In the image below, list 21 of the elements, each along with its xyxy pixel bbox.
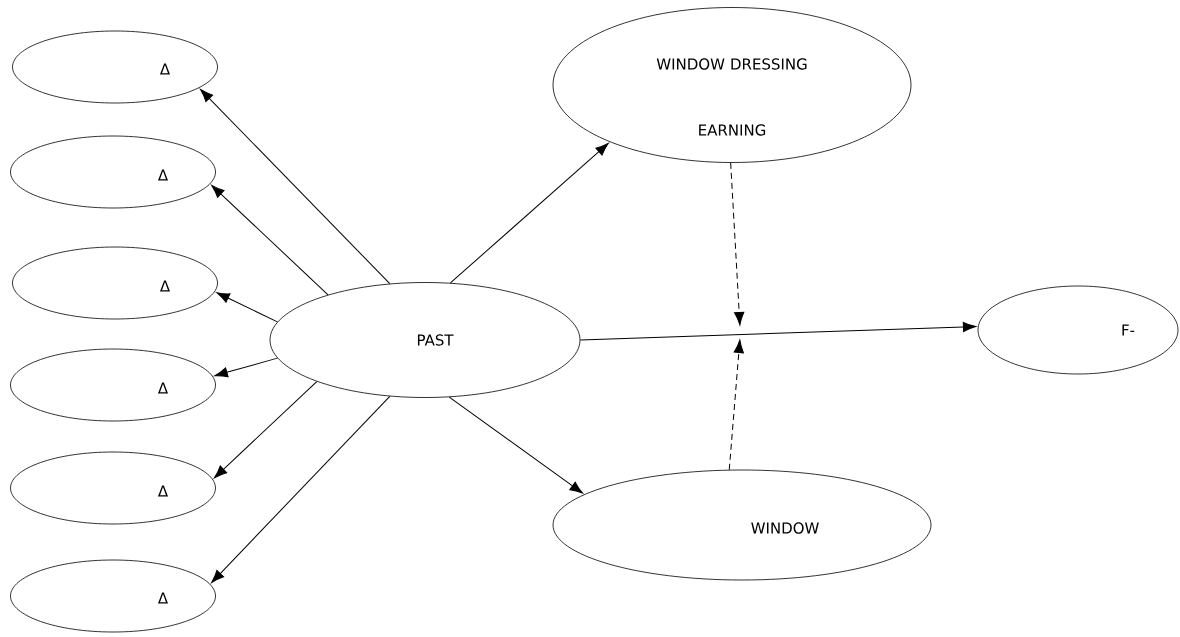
arrow xyxy=(449,142,609,284)
arrow xyxy=(214,357,278,378)
ellipse-node: WINDOW DRESSING EARNING xyxy=(552,7,912,163)
arrow xyxy=(200,89,391,285)
arrow xyxy=(728,339,744,471)
arrow xyxy=(579,321,977,341)
arrow xyxy=(448,396,584,494)
arrow xyxy=(211,184,329,296)
arrow xyxy=(730,162,745,326)
ellipse-node: Δ xyxy=(10,559,216,633)
arrow xyxy=(211,395,391,584)
ellipse-node: F- xyxy=(977,285,1179,375)
arrow xyxy=(216,292,278,323)
arrow xyxy=(213,381,318,479)
ellipse-node: Δ xyxy=(10,348,216,422)
ellipse-node: Δ xyxy=(12,246,218,320)
ellipse-node: WINDOW xyxy=(552,469,932,581)
ellipse-node: PAST xyxy=(269,282,581,398)
ellipse-node: Δ xyxy=(10,135,216,209)
ellipse-node: Δ xyxy=(10,451,216,525)
ellipse-node: Δ xyxy=(12,30,218,104)
